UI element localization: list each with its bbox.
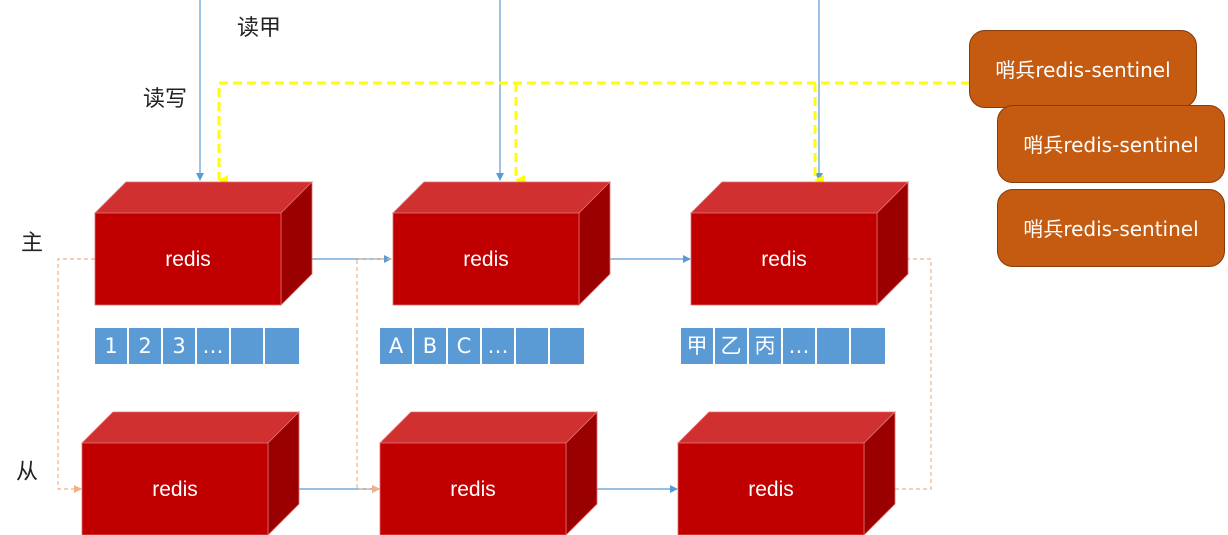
slot-cell: 3 [163,328,197,364]
sentinel-link-main [217,81,970,185]
box-front-face [379,442,567,535]
slot-cell: 2 [129,328,163,364]
slot-cell [550,328,584,364]
slot-cell: … [783,328,817,364]
box-top-face [677,411,896,444]
master-3-label: redis [761,248,807,271]
box-front-face [690,212,878,306]
slave-2-label: redis [450,478,496,501]
box-top-face [392,181,611,214]
box-front-face [81,442,269,535]
box-top-face [690,181,909,214]
master-1-label: redis [165,248,211,271]
master-label: 主 [21,231,44,256]
sentinel-node-1: 哨兵redis-sentinel [969,30,1197,108]
slot-strip-1: 1 2 3 … [95,328,299,364]
master-box-1 [94,181,313,306]
box-front-face [677,442,865,535]
slot-cell [516,328,550,364]
read-a-label: 读甲 [237,16,282,41]
slot-cell [851,328,885,364]
read-write-label: 读写 [143,87,188,112]
slot-cell: 1 [95,328,129,364]
slot-cell: C [448,328,482,364]
replication-link-3 [865,258,932,493]
slave-1-label: redis [152,478,198,501]
sentinel-node-2: 哨兵redis-sentinel [997,105,1225,183]
slot-cell: … [482,328,516,364]
box-front-face [94,212,282,306]
slot-cell: B [414,328,448,364]
slot-cell: 甲 [681,328,715,364]
slot-cell: A [380,328,414,364]
slot-strip-3: 甲 乙 丙 … [681,328,885,364]
master-box-3 [690,181,909,306]
sentinel-node-3: 哨兵redis-sentinel [997,189,1225,267]
slot-cell [817,328,851,364]
slot-cell: … [197,328,231,364]
slave-label: 从 [16,460,39,485]
slot-cell [265,328,299,364]
slot-cell: 丙 [749,328,783,364]
master-box-2 [392,181,611,306]
redis-boxes [81,181,909,535]
slave-box-2 [379,411,598,535]
slave-3-label: redis [748,478,794,501]
box-top-face [94,181,313,214]
slave-box-3 [677,411,896,535]
replication-link-2 [356,258,391,493]
master-2-label: redis [463,248,509,271]
box-top-face [81,411,300,444]
box-top-face [379,411,598,444]
slave-box-1 [81,411,300,535]
box-front-face [392,212,580,306]
slot-cell: 乙 [715,328,749,364]
slot-strip-2: A B C … [380,328,584,364]
slot-cell [231,328,265,364]
